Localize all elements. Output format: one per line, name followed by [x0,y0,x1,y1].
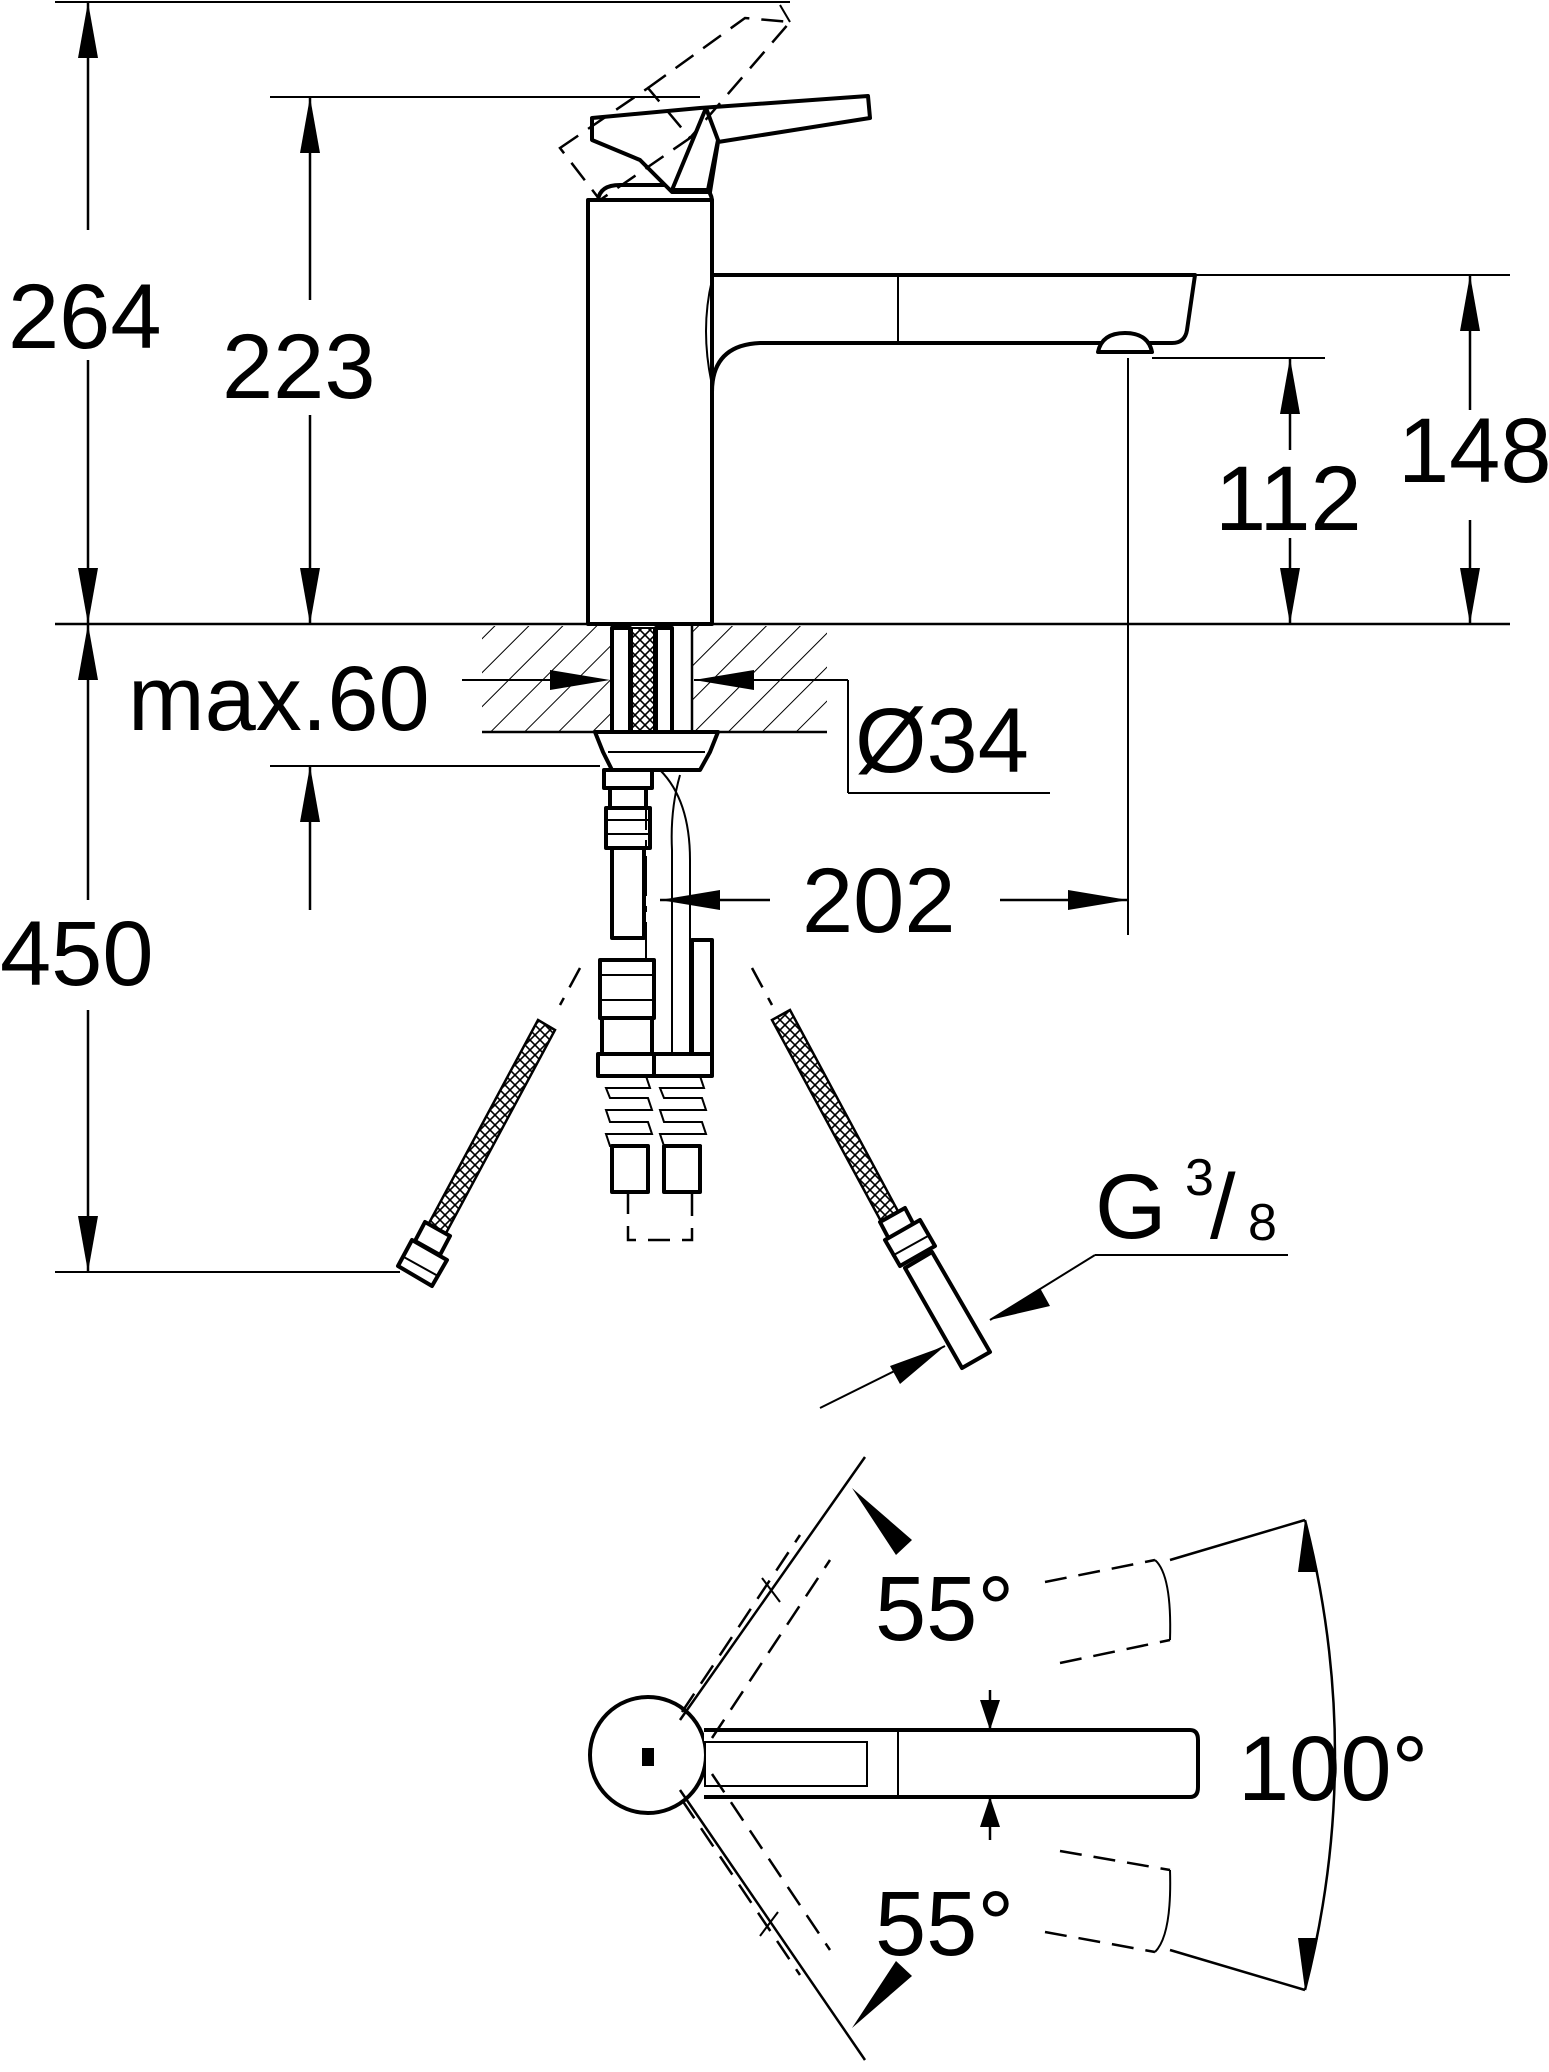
flex-hose-right [750,967,992,1370]
dimension-thread [819,1254,1288,1409]
label-264: 264 [8,266,162,368]
dimension-450 [55,624,400,1273]
faucet-body [558,4,1197,626]
top-view [588,1456,1337,2061]
label-angle-upper: 55° [875,1558,1014,1660]
dimension-202 [660,358,1129,935]
flex-hose-left [396,967,582,1288]
dimension-112 [1152,357,1325,624]
dimension-max-60 [270,670,1050,910]
label-450: 450 [0,903,154,1005]
label-thread-g: G [1095,1156,1167,1258]
dimension-264 [55,1,790,624]
label-thread-slash: / [1210,1156,1236,1258]
dimension-223 [270,96,700,624]
label-max-60: max.60 [128,648,430,750]
below-deck-assembly [593,626,720,1242]
label-148: 148 [1398,400,1549,502]
dimension-148 [1195,274,1510,624]
label-112: 112 [1215,448,1362,550]
label-thread-numerator: 3 [1185,1149,1214,1207]
label-angle-lower: 55° [875,1873,1014,1975]
label-angle-total: 100° [1238,1718,1428,1820]
label-202: 202 [802,850,956,952]
label-223: 223 [222,316,376,418]
label-thread-denominator: 8 [1248,1194,1277,1252]
label-diameter-34: Ø34 [855,690,1029,792]
